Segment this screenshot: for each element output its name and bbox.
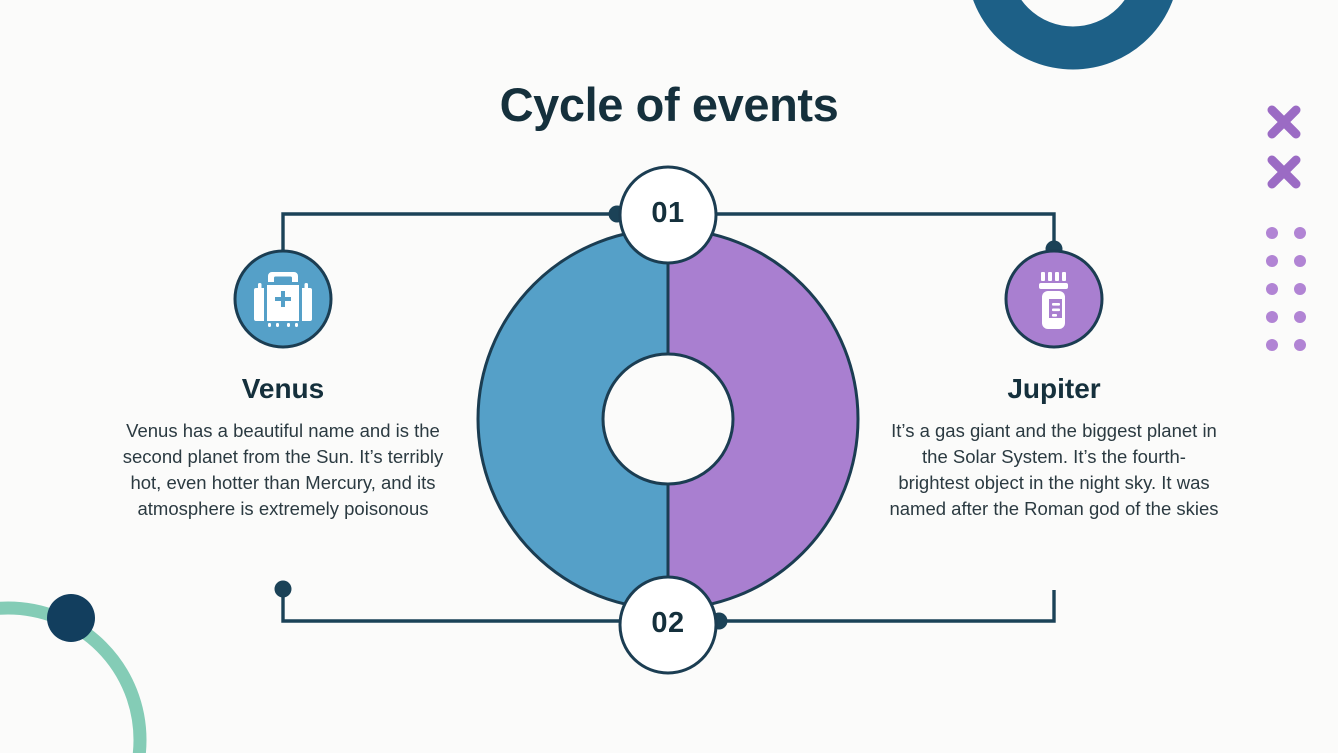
connector-lines	[281, 212, 1056, 623]
page-title: Cycle of events	[499, 78, 839, 131]
donut-segment-jupiter	[668, 229, 858, 609]
decoration-top-ring	[973, 0, 1173, 70]
cross-icon	[1267, 155, 1301, 189]
icon-circle-jupiter[interactable]	[1004, 249, 1104, 349]
decoration-bottom-ring	[0, 594, 147, 753]
node-label-02: 02	[651, 607, 685, 639]
icon-circle-venus[interactable]	[233, 249, 333, 349]
node-label-01: 01	[651, 197, 685, 229]
column-title-jupiter: Jupiter	[1007, 373, 1101, 404]
donut-chart	[476, 227, 860, 611]
decoration-dot-grid	[1266, 227, 1306, 351]
donut-segment-venus	[478, 229, 668, 609]
node-badge-02[interactable]	[618, 575, 718, 675]
decoration-bottom-dot	[47, 594, 95, 642]
decoration-cross-group	[1267, 105, 1301, 189]
content-column-jupiter: Jupiter It’s a gas giant and the biggest…	[889, 372, 1219, 523]
column-title-venus: Venus	[241, 373, 325, 404]
first-aid-kit-icon	[254, 272, 312, 327]
pill-bottle-icon	[1039, 272, 1068, 329]
connector-dot-bottom-left	[274, 580, 292, 598]
column-body-jupiter: It’s a gas giant and the biggest planet …	[889, 419, 1219, 520]
node-badge-01[interactable]	[618, 165, 718, 265]
cross-icon	[1267, 105, 1301, 139]
column-body-venus: Venus has a beautiful name and is the se…	[122, 419, 444, 520]
content-column-venus: Venus Venus has a beautiful name and is …	[118, 372, 448, 523]
